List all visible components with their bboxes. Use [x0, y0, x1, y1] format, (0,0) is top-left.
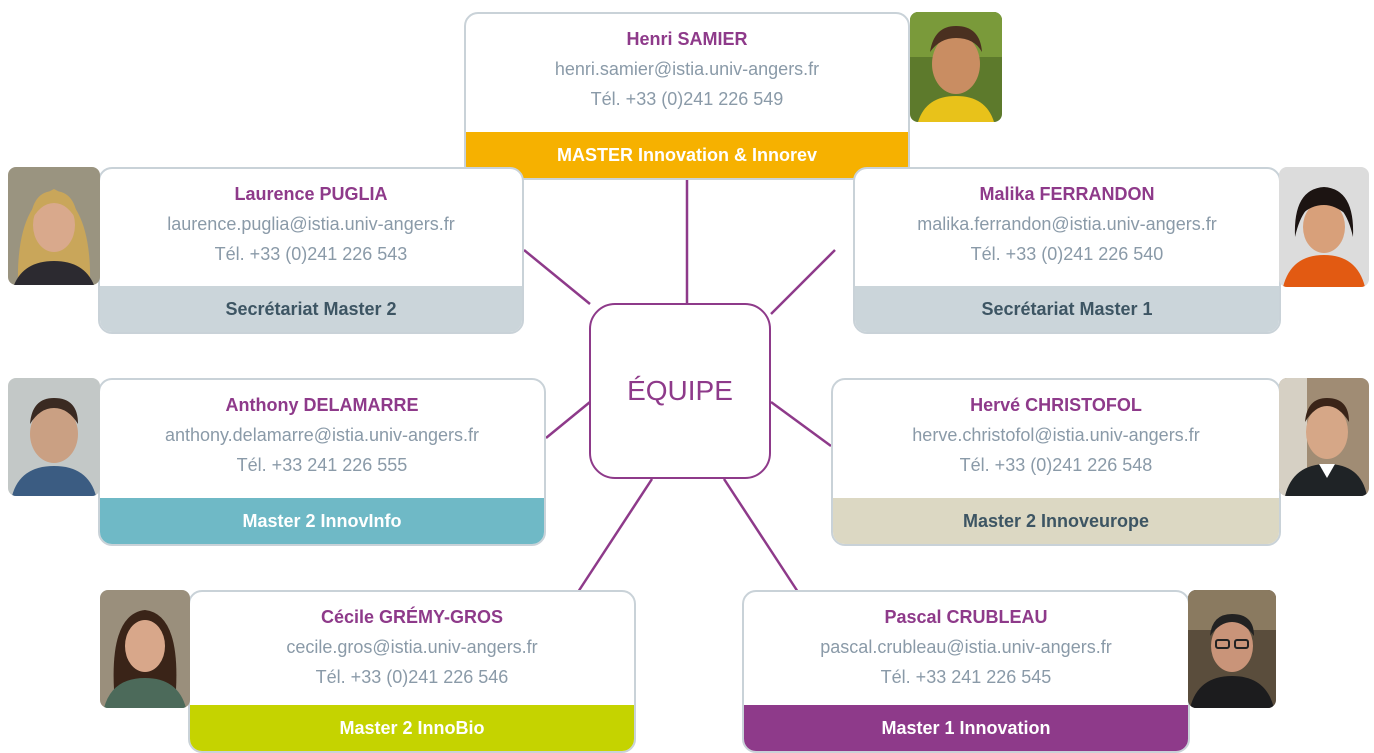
person-photo-puglia [8, 167, 100, 285]
person-card-samier: Henri SAMIER henri.samier@istia.univ-ang… [464, 12, 910, 180]
connector-gros [576, 478, 654, 593]
person-name: Pascal CRUBLEAU [884, 607, 1048, 627]
person-card-puglia: Laurence PUGLIA laurence.puglia@istia.un… [98, 167, 524, 334]
person-info: Hervé CHRISTOFOL herve.christofol@istia.… [833, 380, 1279, 476]
person-name: Malika FERRANDON [979, 184, 1155, 204]
person-email[interactable]: herve.christofol@istia.univ-angers.fr [912, 425, 1200, 445]
person-phone: Tél. +33 (0)241 226 543 [214, 244, 408, 264]
person-info: Laurence PUGLIA laurence.puglia@istia.un… [100, 169, 522, 265]
role-band: Secrétariat Master 2 [100, 286, 522, 332]
team-label: ÉQUIPE [627, 375, 733, 406]
person-info: Anthony DELAMARRE anthony.delamarre@isti… [100, 380, 544, 476]
person-phone: Tél. +33 241 226 545 [880, 667, 1052, 687]
person-photo-delamarre [8, 378, 100, 496]
person-info: Pascal CRUBLEAU pascal.crubleau@istia.un… [744, 592, 1188, 688]
person-name: Anthony DELAMARRE [225, 395, 419, 415]
role-band: Master 2 Innoveurope [833, 498, 1279, 544]
person-email[interactable]: cecile.gros@istia.univ-angers.fr [286, 637, 538, 657]
person-phone: Tél. +33 (0)241 226 549 [590, 89, 784, 109]
person-photo-crubleau [1188, 590, 1276, 708]
role-band: Master 2 InnoBio [190, 705, 634, 751]
person-card-crubleau: Pascal CRUBLEAU pascal.crubleau@istia.un… [742, 590, 1190, 753]
person-photo-samier [910, 12, 1002, 122]
person-name: Henri SAMIER [626, 29, 748, 49]
person-name: Laurence PUGLIA [234, 184, 388, 204]
person-card-christofol: Hervé CHRISTOFOL herve.christofol@istia.… [831, 378, 1281, 546]
person-card-ferrandon: Malika FERRANDON malika.ferrandon@istia.… [853, 167, 1281, 334]
connector-delamarre [545, 401, 591, 439]
connector-ferrandon [770, 249, 836, 315]
person-card-delamarre: Anthony DELAMARRE anthony.delamarre@isti… [98, 378, 546, 546]
person-email[interactable]: malika.ferrandon@istia.univ-angers.fr [917, 214, 1217, 234]
person-phone: Tél. +33 (0)241 226 546 [315, 667, 509, 687]
person-photo-christofol [1279, 378, 1369, 496]
role-band: Master 1 Innovation [744, 705, 1188, 751]
person-info: Malika FERRANDON malika.ferrandon@istia.… [855, 169, 1279, 265]
role-band: MASTER Innovation & Innorev [466, 132, 908, 178]
connector-puglia [523, 249, 591, 305]
person-email[interactable]: laurence.puglia@istia.univ-angers.fr [167, 214, 455, 234]
person-email[interactable]: anthony.delamarre@istia.univ-angers.fr [164, 425, 480, 445]
person-email[interactable]: henri.samier@istia.univ-angers.fr [554, 59, 820, 79]
team-center-box: ÉQUIPE [589, 303, 771, 479]
role-band: Master 2 InnovInfo [100, 498, 544, 544]
person-phone: Tél. +33 (0)241 226 540 [970, 244, 1164, 264]
person-name: Cécile GRÉMY-GROS [320, 607, 504, 627]
connector-christofol [770, 400, 832, 448]
person-photo-ferrandon [1279, 167, 1369, 287]
person-info: Cécile GRÉMY-GROS cecile.gros@istia.univ… [190, 592, 634, 688]
person-info: Henri SAMIER henri.samier@istia.univ-ang… [466, 14, 908, 110]
connector-crubleau [722, 478, 800, 593]
person-card-gros: Cécile GRÉMY-GROS cecile.gros@istia.univ… [188, 590, 636, 753]
person-phone: Tél. +33 241 226 555 [236, 455, 408, 475]
person-email[interactable]: pascal.crubleau@istia.univ-angers.fr [820, 637, 1112, 657]
person-name: Hervé CHRISTOFOL [970, 395, 1142, 415]
role-band: Secrétariat Master 1 [855, 286, 1279, 332]
person-phone: Tél. +33 (0)241 226 548 [959, 455, 1153, 475]
person-photo-gros [100, 590, 190, 708]
